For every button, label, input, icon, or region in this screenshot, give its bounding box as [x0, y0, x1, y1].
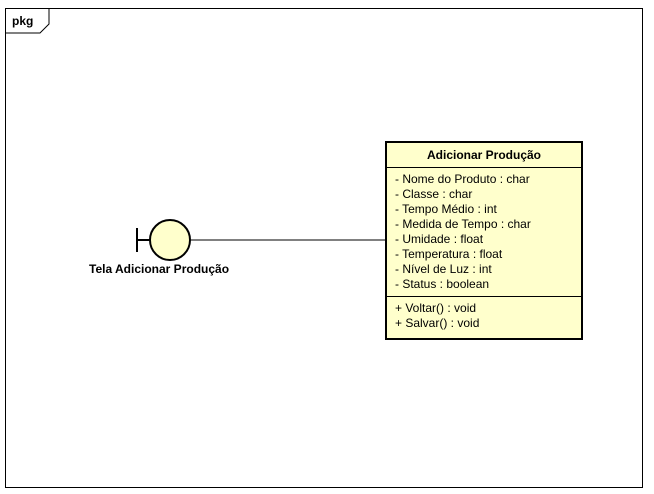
package-frame — [5, 8, 643, 488]
attribute-status: - Status : boolean — [395, 277, 490, 291]
operation-voltar: + Voltar() : void — [395, 301, 477, 315]
attribute-nivel-de-luz: - Nível de Luz : int — [395, 262, 492, 276]
operation-salvar: + Salvar() : void — [395, 316, 480, 330]
attribute-temperatura: - Temperatura : float — [395, 247, 503, 261]
class-name: Adicionar Produção — [387, 143, 581, 168]
package-label: pkg — [12, 14, 34, 28]
attribute-classe: - Classe : char — [395, 187, 473, 201]
boundary-label: Tela Adicionar Produção — [89, 262, 230, 276]
class-operations: + Voltar() : void + Salvar() : void — [387, 297, 581, 335]
class-attributes: - Nome do Produto : char - Classe : char… — [387, 168, 581, 297]
class-box[interactable]: Adicionar Produção - Nome do Produto : c… — [385, 141, 583, 340]
attribute-medida-de-tempo: - Medida de Tempo : char — [395, 217, 531, 231]
package-tab — [5, 8, 50, 34]
attribute-nome-do-produto: - Nome do Produto : char — [395, 172, 530, 186]
attribute-tempo-medio: - Tempo Médio : int — [395, 202, 497, 216]
attribute-umidade: - Umidade : float — [395, 232, 484, 246]
boundary-icon[interactable] — [134, 218, 194, 262]
